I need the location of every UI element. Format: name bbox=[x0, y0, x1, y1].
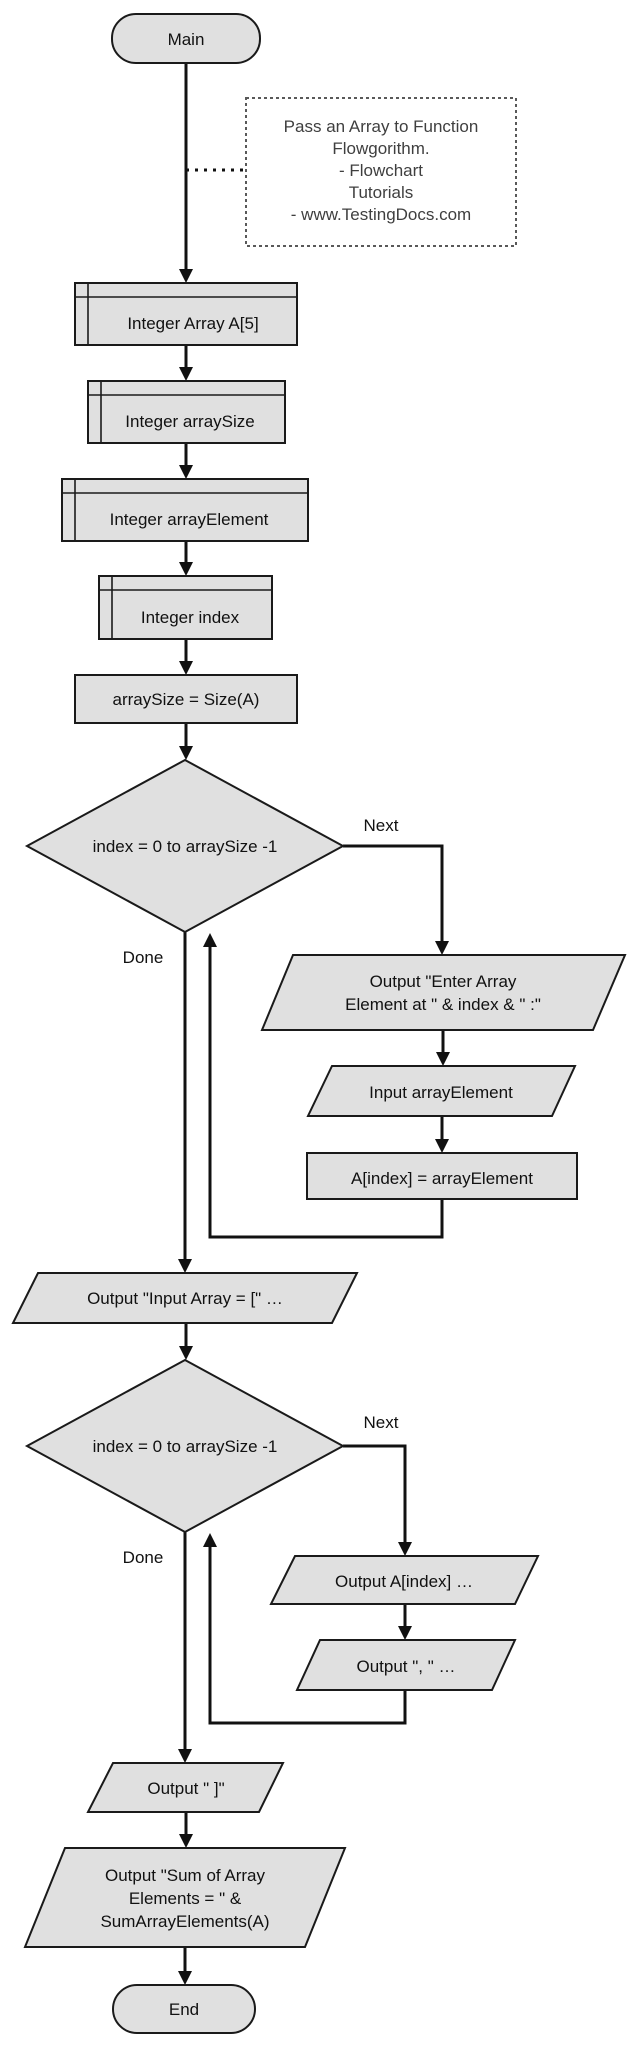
connector-loop2-next-branch bbox=[343, 1444, 412, 1556]
arrow-down-icon bbox=[435, 941, 449, 955]
terminal-end: End bbox=[112, 1984, 256, 2034]
output-element-label: Output A[index] … bbox=[335, 1572, 473, 1591]
loop2-done-label: Done bbox=[123, 1548, 164, 1567]
declare-size-node: Integer arraySize bbox=[87, 380, 286, 444]
arrow-down-icon bbox=[398, 1542, 412, 1556]
connector-declare-array-to-declare-size bbox=[179, 345, 193, 381]
loop1-next-label: Next bbox=[364, 816, 399, 835]
output-prompt-node: Output "Enter Array Element at " & index… bbox=[260, 954, 627, 1031]
connector-output-sum-to-end bbox=[178, 1947, 192, 1985]
connector-declare-index-to-assign-size bbox=[179, 639, 193, 675]
output-element-node: Output A[index] … bbox=[269, 1555, 540, 1605]
assign-element-node: A[index] = arrayElement bbox=[306, 1152, 578, 1200]
arrow-down-icon bbox=[178, 1749, 192, 1763]
arrow-down-icon bbox=[178, 1259, 192, 1273]
connector-output-array-to-loop2 bbox=[179, 1323, 193, 1360]
loop2-next-label: Next bbox=[364, 1413, 399, 1432]
arrow-down-icon bbox=[179, 1346, 193, 1360]
comment-line: Pass an Array to Function bbox=[284, 117, 479, 136]
arrow-down-icon bbox=[179, 1834, 193, 1848]
connector-output-bracket-to-output-sum bbox=[179, 1812, 193, 1848]
input-element-node: Input arrayElement bbox=[306, 1065, 577, 1117]
terminal-main-label: Main bbox=[168, 30, 205, 49]
output-sum-line3: SumArrayElements(A) bbox=[100, 1912, 269, 1931]
input-element-label: Input arrayElement bbox=[369, 1083, 513, 1102]
output-comma-node: Output ", " … bbox=[295, 1639, 517, 1691]
connector-loop2-back-edge bbox=[203, 1533, 407, 1725]
terminal-end-label: End bbox=[169, 2000, 199, 2019]
comment-box: Pass an Array to Function Flowgorithm. -… bbox=[245, 97, 517, 247]
output-array-node: Output "Input Array = [" … bbox=[11, 1272, 359, 1324]
declare-array-node: Integer Array A[5] bbox=[74, 282, 298, 346]
output-sum-line1: Output "Sum of Array bbox=[105, 1866, 266, 1885]
declare-element-node: Integer arrayElement bbox=[61, 478, 309, 542]
connector-declare-element-to-declare-index bbox=[179, 541, 193, 576]
output-bracket-label: Output " ]" bbox=[147, 1779, 224, 1798]
terminal-main: Main bbox=[111, 13, 261, 64]
output-array-label: Output "Input Array = [" … bbox=[87, 1289, 283, 1308]
output-bracket-node: Output " ]" bbox=[86, 1762, 285, 1813]
loop2-diamond: index = 0 to arraySize -1 bbox=[24, 1358, 346, 1534]
connector-loop1-back-edge bbox=[203, 933, 444, 1239]
declare-size-label: Integer arraySize bbox=[125, 412, 254, 431]
connector-input-to-assign-element bbox=[435, 1116, 449, 1153]
declare-index-node: Integer index bbox=[98, 575, 273, 640]
arrow-up-icon bbox=[203, 933, 217, 947]
arrow-down-icon bbox=[179, 746, 193, 760]
declare-index-label: Integer index bbox=[141, 608, 240, 627]
arrow-down-icon bbox=[179, 367, 193, 381]
arrow-down-icon bbox=[398, 1626, 412, 1640]
arrow-down-icon bbox=[178, 1971, 192, 1985]
comment-line: Flowgorithm. bbox=[332, 139, 429, 158]
arrow-down-icon bbox=[179, 661, 193, 675]
assign-size-node: arraySize = Size(A) bbox=[74, 674, 298, 724]
connector-loop1-done-branch bbox=[178, 932, 192, 1273]
connector-declare-size-to-declare-element bbox=[179, 443, 193, 479]
assign-size-label: arraySize = Size(A) bbox=[113, 690, 260, 709]
loop2-condition-label: index = 0 to arraySize -1 bbox=[93, 1437, 278, 1456]
declare-element-label: Integer arrayElement bbox=[110, 510, 269, 529]
arrow-up-icon bbox=[203, 1533, 217, 1547]
comment-line: Tutorials bbox=[349, 183, 414, 202]
output-sum-node: Output "Sum of Array Elements = " & SumA… bbox=[23, 1847, 347, 1948]
connector-loop2-done-branch bbox=[178, 1532, 192, 1763]
output-prompt-line2: Element at " & index & " :" bbox=[345, 995, 541, 1014]
declare-array-label: Integer Array A[5] bbox=[127, 314, 258, 333]
output-comma-label: Output ", " … bbox=[357, 1657, 456, 1676]
arrow-down-icon bbox=[436, 1052, 450, 1066]
arrow-down-icon bbox=[179, 465, 193, 479]
comment-line: - Flowchart bbox=[339, 161, 423, 180]
assign-element-label: A[index] = arrayElement bbox=[351, 1169, 533, 1188]
comment-line: - www.TestingDocs.com bbox=[291, 205, 471, 224]
output-prompt-line1: Output "Enter Array bbox=[370, 972, 517, 991]
loop1-diamond: index = 0 to arraySize -1 bbox=[24, 758, 346, 934]
loop1-done-label: Done bbox=[123, 948, 164, 967]
connector-output-element-to-output-comma bbox=[398, 1604, 412, 1640]
output-sum-line2: Elements = " & bbox=[129, 1889, 242, 1908]
arrow-down-icon bbox=[179, 269, 193, 283]
arrow-down-icon bbox=[179, 562, 193, 576]
loop1-condition-label: index = 0 to arraySize -1 bbox=[93, 837, 278, 856]
arrow-down-icon bbox=[435, 1139, 449, 1153]
connector-output-prompt-to-input bbox=[436, 1030, 450, 1066]
connector-main-to-declare-array bbox=[179, 63, 193, 283]
connector-loop1-next-branch bbox=[343, 844, 449, 955]
connector-assign-size-to-loop1 bbox=[179, 723, 193, 760]
